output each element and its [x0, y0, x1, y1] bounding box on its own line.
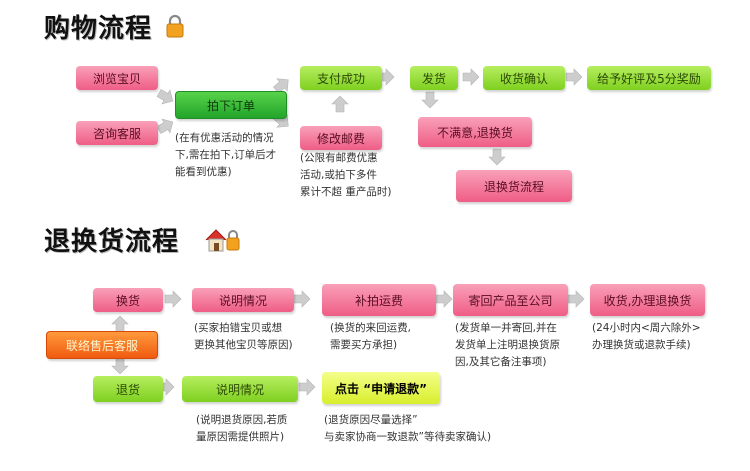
receive-process-box: 收货,办理退换货 — [590, 284, 705, 316]
receipt-confirm-box: 收货确认 — [483, 66, 565, 90]
exchange-box: 换货 — [93, 288, 163, 312]
arrow-right-icon — [462, 68, 480, 86]
place-order-box: 拍下订单 — [175, 91, 287, 119]
arrow-right-icon — [154, 114, 178, 138]
arrow-down-icon — [111, 357, 129, 375]
returns-title: 退换货流程 — [44, 227, 180, 257]
arrow-right-icon — [298, 378, 316, 396]
send-back-box: 寄回产品至公司 — [453, 284, 568, 316]
refund-box: 退货 — [93, 376, 163, 402]
payment-success-box: 支付成功 — [300, 66, 382, 90]
arrow-right-icon — [154, 85, 178, 109]
arrow-down-icon — [488, 148, 506, 166]
apply-refund-note: (退货原因尽量选择” 与卖家协商一致退款”等待卖家确认) — [324, 414, 492, 443]
modify-postage-box: 修改邮费 — [300, 126, 382, 150]
send-back-note: (发货单一并寄回,并在 发货单上注明退换货原 因,及其它备注事项) — [455, 322, 560, 368]
refund-explain-note: (说明退货原因,若质 量原因需提供照片) — [196, 414, 288, 443]
arrow-right-icon — [565, 68, 583, 86]
exchange-explain-note: (买家拍错宝贝或想 更换其他宝贝等原因) — [194, 322, 293, 351]
repay-shipping-note: (换货的来回运费, 需要买方承担) — [330, 322, 411, 351]
arrow-up-icon — [111, 315, 129, 333]
order-note: (在有优惠活动的情况 下,需在拍下,订单后才 能看到优惠) — [175, 132, 277, 178]
arrow-down-icon — [421, 91, 439, 109]
postage-note: (公限有邮费优惠 活动,或拍下多件 累计不超 重产品时) — [300, 152, 392, 198]
exchange-explain-box: 说明情况 — [192, 288, 294, 312]
arrow-up-icon — [331, 95, 349, 113]
refund-explain-box: 说明情况 — [182, 376, 298, 402]
review-reward-box: 给予好评及5分奖励 — [587, 66, 711, 90]
contact-service-box: 联络售后客服 — [46, 331, 158, 359]
shopping-title: 购物流程 — [44, 14, 153, 44]
arrow-right-icon — [567, 290, 585, 308]
lock-icon — [166, 14, 184, 38]
house-icon — [205, 229, 240, 252]
unsatisfied-box: 不满意,退换货 — [418, 117, 532, 147]
receive-process-note: (24小时内<周六除外> 办理换货或退款手续) — [592, 322, 701, 351]
apply-refund-box: 点击 “申请退款” — [322, 372, 440, 404]
arrow-right-icon — [435, 290, 453, 308]
return-flow-box: 退换货流程 — [456, 170, 572, 202]
repay-shipping-box: 补拍运费 — [322, 284, 436, 316]
browse-box: 浏览宝贝 — [76, 66, 158, 90]
consult-box: 咨询客服 — [76, 121, 158, 145]
arrow-right-icon — [293, 290, 311, 308]
ship-box: 发货 — [410, 66, 458, 90]
arrow-right-icon — [164, 290, 182, 308]
